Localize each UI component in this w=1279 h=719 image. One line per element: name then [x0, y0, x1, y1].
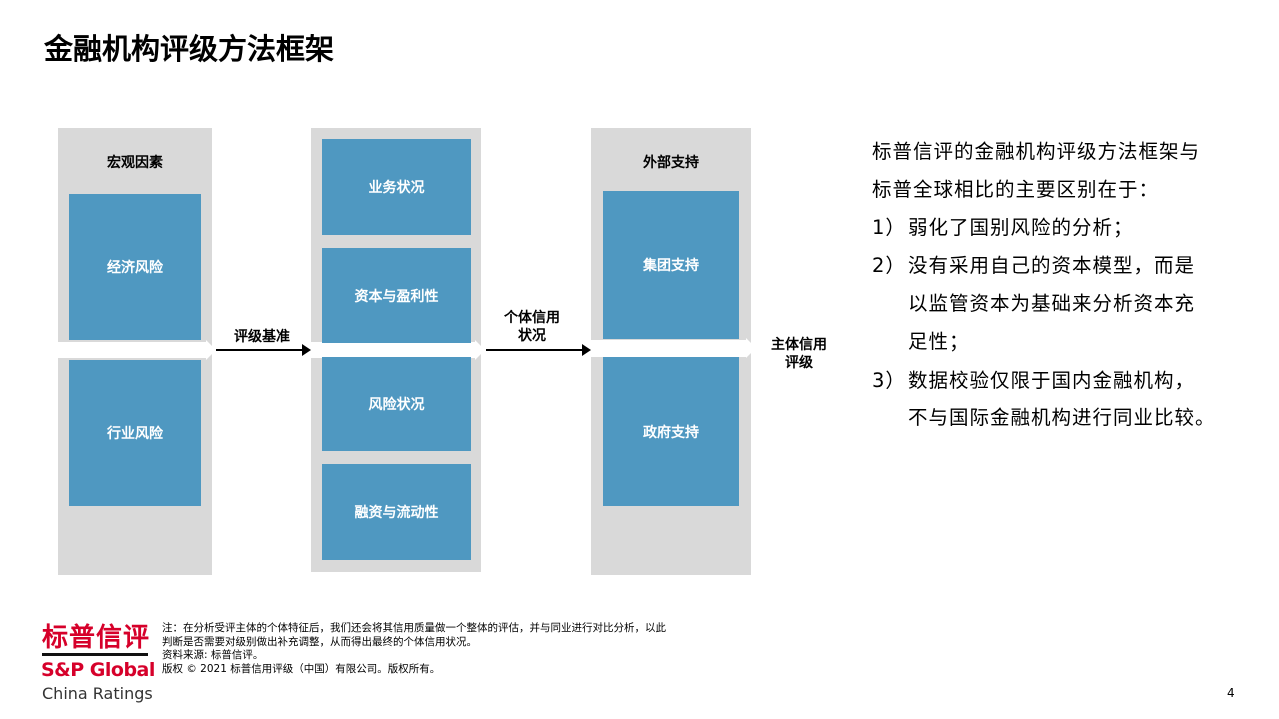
arrow-sacp	[486, 344, 591, 356]
item-line: 足性；	[908, 330, 970, 353]
box-group-support: 集团支持	[603, 191, 739, 339]
box-industry-risk: 行业风险	[69, 360, 201, 506]
item-line: 弱化了国别风险的分析；	[908, 216, 1134, 239]
item-line: 数据校验仅限于国内金融机构，	[908, 369, 1196, 392]
page-title: 金融机构评级方法框架	[44, 32, 335, 66]
source-line: 资料来源: 标普信评。	[162, 649, 264, 661]
box-capital-earnings: 资本与盈利性	[322, 248, 471, 343]
box-risk-position: 风险状况	[322, 357, 471, 451]
item-number: 1）	[872, 216, 906, 239]
item-line: 没有采用自己的资本模型，而是	[908, 254, 1196, 277]
logo-cn: 标普信评	[42, 623, 151, 653]
label-line: 评级	[785, 355, 813, 371]
item-number: 2）	[872, 254, 906, 277]
label-sacp: 个体信用 状况	[492, 309, 572, 345]
label-rating-anchor: 评级基准	[234, 329, 290, 345]
logo-sub: China Ratings	[42, 684, 153, 703]
macro-header: 宏观因素	[107, 155, 163, 171]
flow-arrow-band	[591, 338, 756, 358]
box-funding-liquidity: 融资与流动性	[322, 464, 471, 560]
note-line: 判断是否需要对级别做出补充调整，从而得出最终的个体信用状况。	[162, 635, 477, 648]
support-header: 外部支持	[643, 155, 699, 171]
flow-arrow-band	[311, 340, 485, 360]
box-economic-risk: 经济风险	[69, 194, 201, 340]
note-line: 注：在分析受评主体的个体特征后，我们还会将其信用质量做一个整体的评估，并与同业进…	[162, 622, 666, 634]
page-number: 4	[1227, 686, 1235, 700]
item-line: 以监管资本为基础来分析资本充	[908, 292, 1196, 315]
label-line: 个体信用	[504, 310, 560, 326]
flow-arrow-band	[58, 340, 216, 360]
box-business-position: 业务状况	[322, 139, 471, 235]
footnote: 注：在分析受评主体的个体特征后，我们还会将其信用质量做一个整体的评估，并与同业进…	[162, 622, 752, 676]
intro-line: 标普信评的金融机构评级方法框架与	[872, 140, 1201, 163]
box-government-support: 政府支持	[603, 357, 739, 506]
logo-en: S&P Global	[41, 659, 155, 681]
label-line: 主体信用	[771, 337, 827, 353]
label-line: 状况	[518, 328, 546, 344]
label-issuer-rating: 主体信用 评级	[760, 336, 838, 372]
intro-line: 标普全球相比的主要区别在于：	[872, 178, 1160, 201]
copyright-line: 版权 © 2021 标普信用评级（中国）有限公司。版权所有。	[162, 662, 441, 675]
item-line: 不与国际金融机构进行同业比较。	[908, 406, 1216, 429]
item-number: 3）	[872, 369, 906, 392]
logo-divider	[42, 653, 148, 656]
arrow-rating-anchor	[216, 344, 311, 356]
